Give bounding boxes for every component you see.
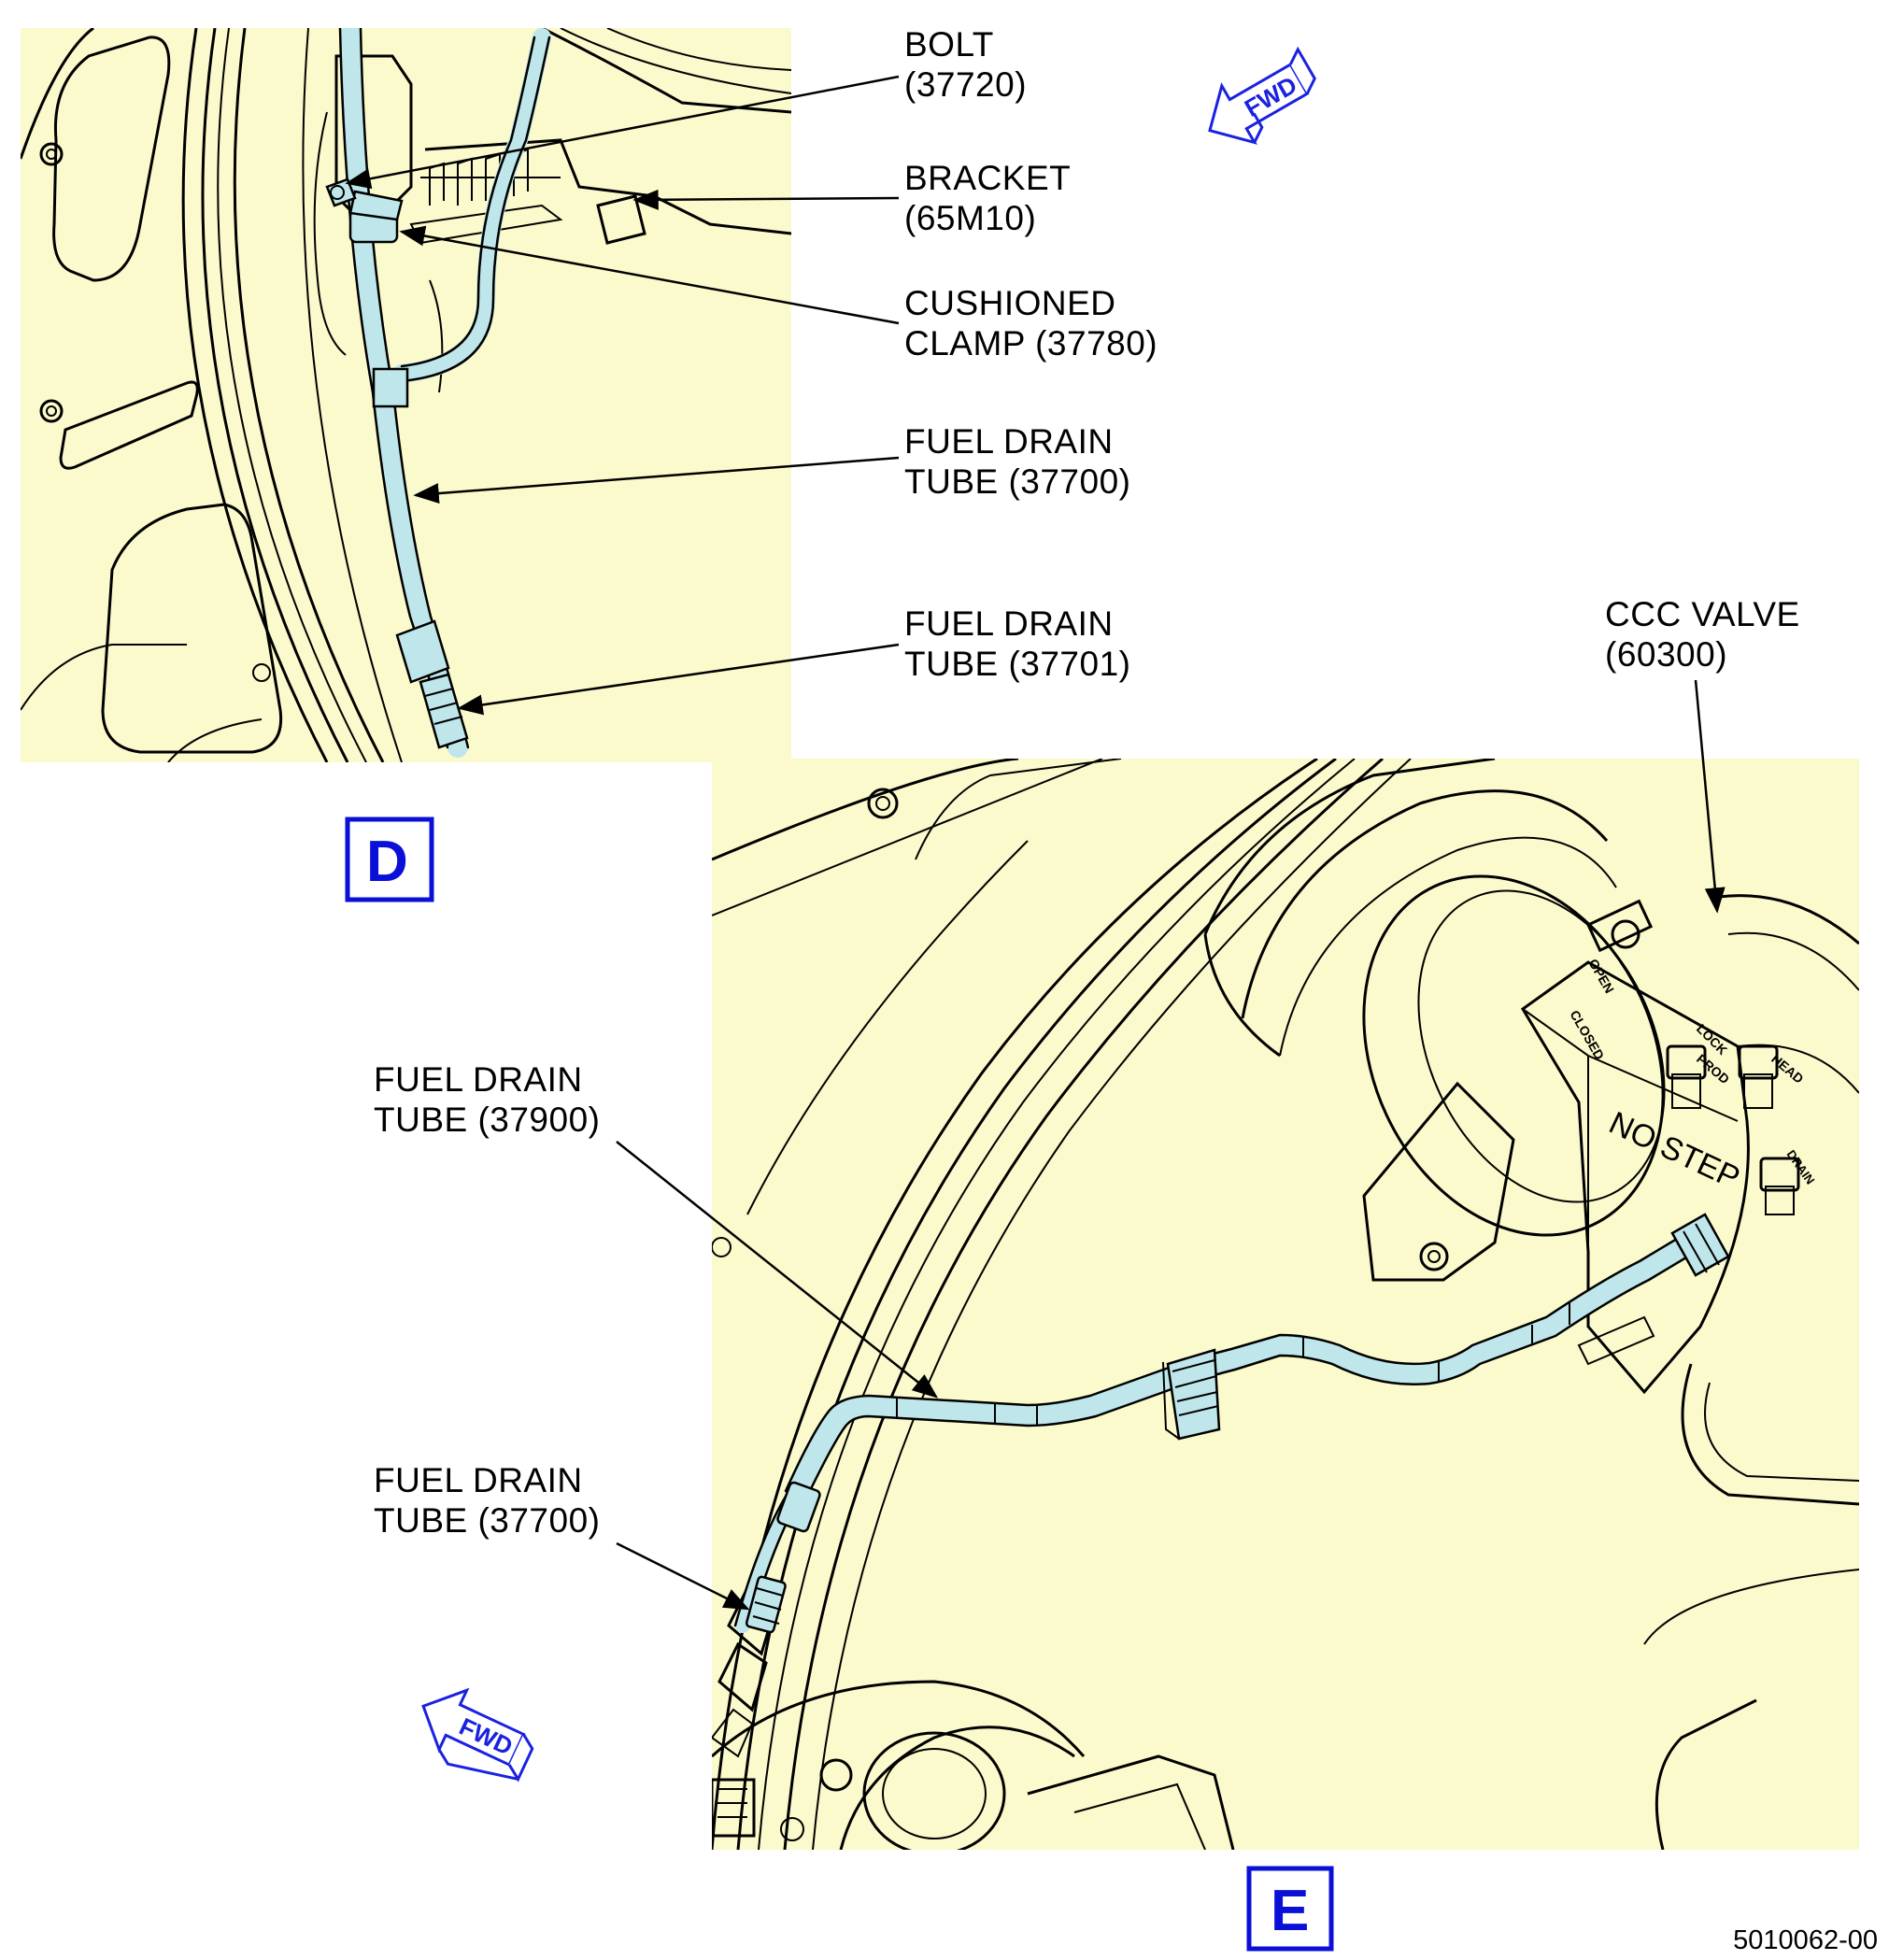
view-d-callouts: BOLT (37720) BRACKET (65M10) CUSHIONED C… [904,25,1158,683]
leader-bracket [632,189,900,210]
view-e-illustration: NO STEP LOCK PROD HEAD DRAIN CLOSED OPEN [712,759,1859,1850]
leader-bolt [345,75,900,190]
view-d-linework [21,28,791,762]
callout-bracket-line1: BRACKET [904,159,1071,197]
leader-ccc-valve [1694,679,1726,914]
view-d-leaders [345,75,900,716]
callout-fuel-drain-tube-37700-e-line1: FUEL DRAIN [374,1461,583,1499]
callout-cushioned-clamp-line2: CLAMP (37780) [904,324,1158,362]
callout-fuel-drain-tube-37700-e-line2: TUBE (37700) [374,1501,601,1540]
callout-fuel-drain-tube-37700-d-line2: TUBE (37700) [904,462,1131,501]
view-d-illustration [21,28,791,762]
figure-number: 5010062-00 [1733,1925,1878,1955]
view-d-label-box: D [345,817,434,902]
callout-fuel-drain-tube-37900-line1: FUEL DRAIN [374,1060,583,1099]
view-e-callouts: CCC VALVE (60300) FUEL DRAIN TUBE (37900… [374,595,1800,1540]
callout-cushioned-clamp-line1: CUSHIONED [904,284,1116,322]
callout-bolt-line2: (37720) [904,65,1027,104]
view-d-label: D [366,830,408,894]
leader-fuel-drain-tube-37700-e [616,1541,750,1611]
leader-fuel-drain-tube-37701 [457,643,900,716]
leader-cushioned-clamp [399,225,900,325]
callout-fuel-drain-tube-37900-line2: TUBE (37900) [374,1101,601,1139]
callout-bolt-line1: BOLT [904,25,994,64]
leader-fuel-drain-tube-37700-d [413,456,900,504]
view-e-background [712,759,1859,1850]
fwd-arrow-d: FWD [1208,46,1316,145]
view-e-clamp [1162,1348,1221,1441]
leader-fuel-drain-tube-37900 [616,1141,939,1399]
fwd-arrow-e: FWD [421,1687,534,1782]
callout-fuel-drain-tube-37701-line1: FUEL DRAIN [904,604,1114,643]
valve-ports [1666,1044,1800,1215]
callout-fuel-drain-tube-37700-d-line1: FUEL DRAIN [904,422,1114,461]
view-e-label-box: E [1246,1866,1334,1952]
callout-fuel-drain-tube-37701-line2: TUBE (37701) [904,645,1131,683]
view-e-linework: NO STEP LOCK PROD HEAD DRAIN CLOSED OPEN [712,759,1859,1850]
view-e-leaders [616,679,1726,1611]
callout-ccc-valve-line1: CCC VALVE [1605,595,1800,633]
view-e-label: E [1271,1879,1309,1943]
callout-ccc-valve-line2: (60300) [1605,635,1727,674]
callout-bracket-line2: (65M10) [904,199,1036,237]
